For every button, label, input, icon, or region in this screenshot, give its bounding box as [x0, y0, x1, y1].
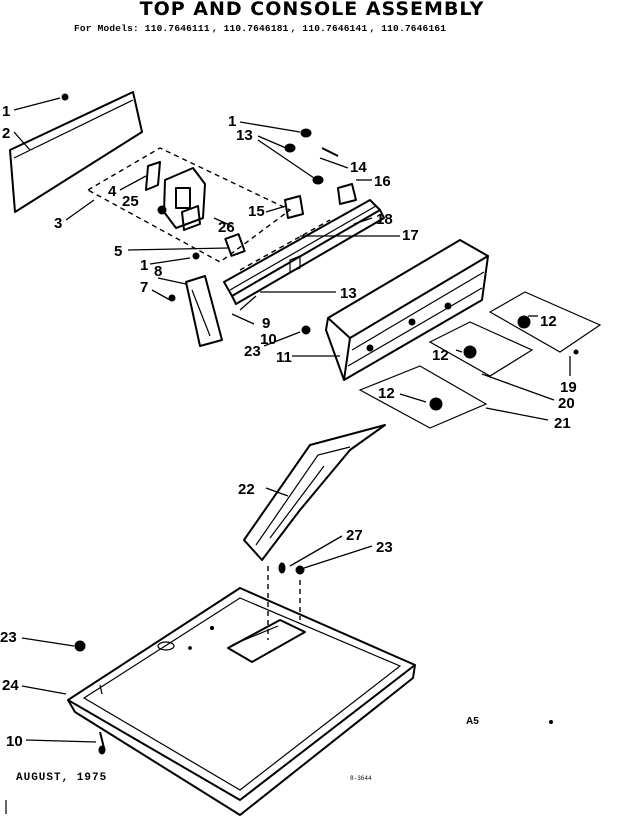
- control-panel-bracket: [87, 147, 331, 271]
- callout-22: 22: [238, 481, 255, 498]
- lamp-fasteners: [267, 562, 305, 640]
- callout-20: 20: [558, 395, 575, 412]
- mounting-bracket: [168, 252, 223, 347]
- diagram-title: TOP AND CONSOLE ASSEMBLY: [139, 0, 485, 20]
- callout-14: 14: [350, 159, 367, 176]
- callout-1-c: 1: [140, 257, 148, 274]
- console-housing: [301, 239, 489, 381]
- callout-labels: 1 2 3 4 25 13 1 14 16 15 26 18 17 5 1 8 …: [0, 103, 577, 750]
- callout-13-b: 13: [340, 285, 357, 302]
- top-panel: [67, 587, 416, 816]
- callout-3: 3: [54, 215, 62, 232]
- console-base-rail: [223, 199, 385, 305]
- reference-number: 8-3644: [350, 775, 372, 782]
- callout-24: 24: [2, 677, 19, 694]
- callout-1-b: 1: [228, 113, 236, 130]
- callout-4: 4: [108, 183, 117, 200]
- screw-set: [284, 128, 357, 219]
- callout-17: 17: [402, 227, 419, 244]
- callout-5: 5: [114, 243, 122, 260]
- section-code: A5: [466, 716, 479, 727]
- lamp-cover: [243, 424, 386, 561]
- publication-date: AUGUST, 1975: [16, 772, 108, 784]
- callout-23-c: 23: [0, 629, 17, 646]
- callout-12-a: 12: [540, 313, 557, 330]
- callout-10-a: 10: [260, 331, 277, 348]
- callout-2: 2: [2, 125, 10, 142]
- model-numbers: For Models: 110.7646111 , 110.7646181 , …: [74, 23, 449, 34]
- callout-25: 25: [122, 193, 139, 210]
- panel-fasteners: [74, 640, 106, 755]
- callout-23-b: 23: [376, 539, 393, 556]
- callout-16: 16: [374, 173, 391, 190]
- callout-1-a: 1: [2, 103, 10, 120]
- leader-lines: [13, 97, 571, 743]
- callout-11: 11: [276, 349, 292, 366]
- callout-10-b: 10: [6, 733, 23, 750]
- callout-9: 9: [262, 315, 270, 332]
- callout-23-a: 23: [244, 343, 261, 360]
- end-cap-panel: [9, 91, 143, 213]
- callout-27: 27: [346, 527, 363, 544]
- callout-19: 19: [560, 379, 577, 396]
- callout-13-a: 13: [236, 127, 253, 144]
- callout-12-c: 12: [378, 385, 395, 402]
- timer-assembly: [145, 161, 206, 231]
- callout-26: 26: [218, 219, 235, 236]
- callout-21: 21: [554, 415, 571, 432]
- callout-8: 8: [154, 263, 162, 280]
- callout-12-b: 12: [432, 347, 449, 364]
- callout-15: 15: [248, 203, 265, 220]
- callout-18: 18: [376, 211, 393, 228]
- callout-7: 7: [140, 279, 148, 296]
- knob-plates: [358, 291, 602, 429]
